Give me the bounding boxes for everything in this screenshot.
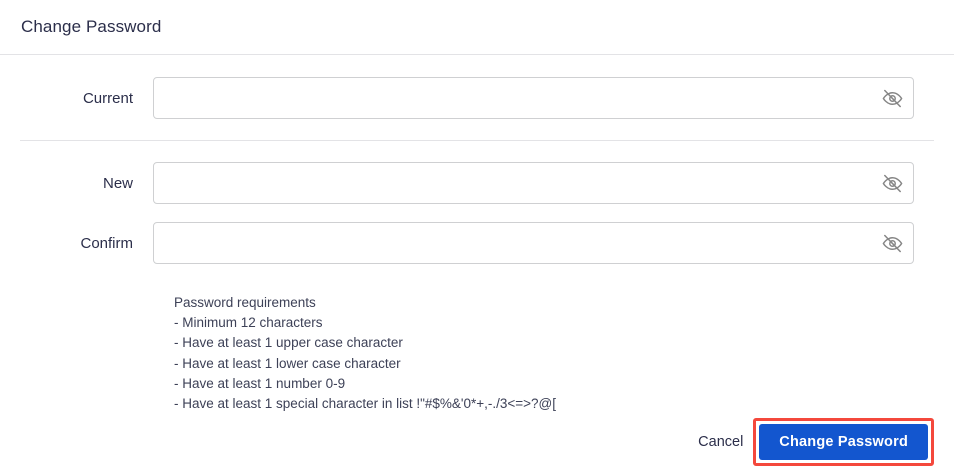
form-actions: Cancel Change Password bbox=[0, 411, 954, 473]
field-row-new: New bbox=[0, 153, 954, 213]
panel-header: Change Password bbox=[0, 0, 954, 55]
new-password-wrapper bbox=[153, 162, 914, 204]
label-current-password: Current bbox=[82, 89, 133, 107]
requirement-item: - Have at least 1 lower case character bbox=[174, 355, 401, 371]
eye-off-icon-confirm[interactable] bbox=[870, 222, 914, 264]
requirement-item: - Minimum 12 characters bbox=[174, 315, 323, 331]
new-password-input[interactable] bbox=[153, 162, 914, 204]
label-new-password: New bbox=[102, 174, 133, 192]
cancel-button[interactable]: Cancel bbox=[698, 434, 744, 450]
submit-highlight-box: Change Password bbox=[753, 418, 934, 466]
section-divider bbox=[20, 140, 934, 141]
requirement-item: - Have at least 1 number 0-9 bbox=[174, 375, 346, 391]
requirement-item: - Have at least 1 special character in l… bbox=[174, 396, 557, 412]
eye-off-icon-new[interactable] bbox=[870, 162, 914, 204]
current-password-input[interactable] bbox=[153, 77, 914, 119]
page-title: Change Password bbox=[21, 17, 162, 36]
field-row-confirm: Confirm bbox=[0, 213, 954, 273]
requirements-heading: Password requirements bbox=[174, 295, 316, 310]
current-password-wrapper bbox=[153, 77, 914, 119]
requirement-item: - Have at least 1 upper case character bbox=[174, 335, 403, 351]
eye-off-icon-current[interactable] bbox=[870, 77, 914, 119]
password-requirements: Password requirements - Minimum 12 chara… bbox=[174, 293, 954, 414]
label-confirm-password: Confirm bbox=[80, 234, 133, 252]
change-password-form: Current New bbox=[0, 68, 954, 414]
confirm-password-input[interactable] bbox=[153, 222, 914, 264]
change-password-button[interactable]: Change Password bbox=[759, 424, 928, 460]
confirm-password-wrapper bbox=[153, 222, 914, 264]
field-row-current: Current bbox=[0, 68, 954, 128]
